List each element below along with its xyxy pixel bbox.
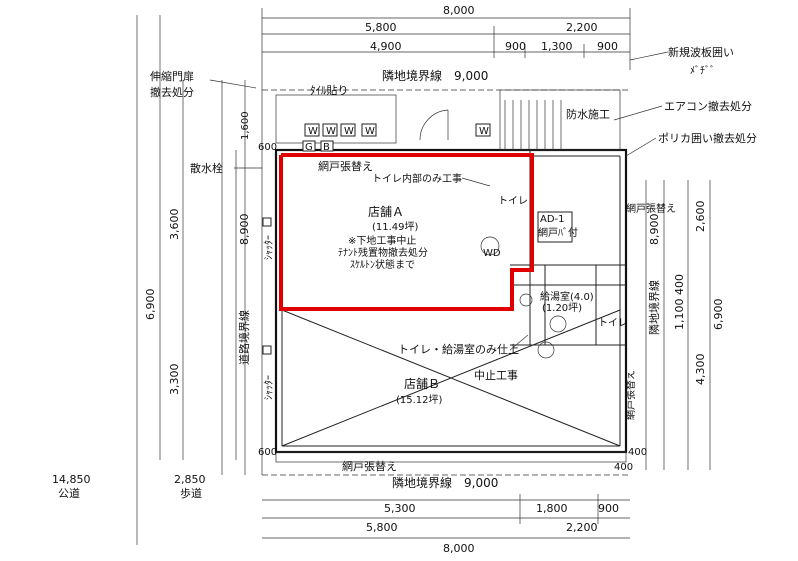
dim-top-900b: 900 xyxy=(597,40,618,53)
dim-top-5800: 5,800 xyxy=(365,21,397,34)
tile-label: ﾀｲﾙ貼り xyxy=(310,83,349,97)
dim-top-total: 8,000 xyxy=(443,4,475,17)
toilet-interior-label: トイレ内部のみ工事 xyxy=(372,172,462,185)
door-swing xyxy=(419,109,449,141)
dim-bottom-total: 8,000 xyxy=(443,542,475,555)
gate-removal-label-2: 撤去処分 xyxy=(150,85,194,99)
hydrant-label: 散水栓 xyxy=(190,161,223,175)
toilet-label: トイレ xyxy=(598,318,628,329)
dim-top-1300: 1,300 xyxy=(541,40,573,53)
fence-sub-label: ﾒﾞﾁﾞﾞ xyxy=(690,65,715,77)
shop-a-title: 店舗Ａ xyxy=(368,205,404,219)
dim-400-bottom: 400 xyxy=(628,447,647,458)
road-label: 公道 xyxy=(58,486,80,500)
dim-400-bottom-2: 400 xyxy=(614,462,633,473)
shutter-label-2: ｼｬｯﾀｰ xyxy=(263,375,275,400)
sink-icon xyxy=(519,293,533,307)
gate-removal-label-1: 伸縮門扉 xyxy=(150,69,194,83)
shop-a-note-1: ※下地工事中止 xyxy=(348,234,416,247)
shop-b-title: 店舗Ｂ xyxy=(404,377,440,391)
shutter-label-1: ｼｬｯﾀｰ xyxy=(263,235,275,260)
w-mark-5: W xyxy=(479,126,489,137)
road-width: 14,850 xyxy=(52,473,91,486)
dim-right-8900: 8,900 xyxy=(648,214,661,246)
dim-left-8900: 8,900 xyxy=(238,214,251,246)
toilet-label-2: トイレ xyxy=(498,196,528,207)
dim-top-2200: 2,200 xyxy=(566,21,598,34)
wd-symbol-3 xyxy=(537,341,555,359)
suspended-label: 中止工事 xyxy=(474,369,518,382)
b-mark: B xyxy=(323,142,330,153)
dim-left-3300: 3,300 xyxy=(168,364,181,396)
w-mark-1: W xyxy=(308,126,318,137)
shop-b-area: (15.12坪) xyxy=(396,393,443,406)
dim-right-4300: 4,300 xyxy=(694,354,707,386)
shop-a-note-2: ﾃﾅﾝﾄ残置物撤去処分 xyxy=(338,246,428,259)
window-marks: W W W W G B W xyxy=(302,123,491,153)
kitchen-label: 給湯室(4.0) xyxy=(540,290,594,303)
dim-bottom-1800: 1,800 xyxy=(536,502,568,515)
dim-600-top: 600 xyxy=(258,142,277,153)
shop-a-area: (11.49坪) xyxy=(372,220,419,233)
building-outline xyxy=(262,89,630,476)
ac-removal-label: エアコン撤去処分 xyxy=(664,99,752,113)
sidewalk-label: 歩道 xyxy=(180,486,202,500)
new-fence-label: 新規波板囲い xyxy=(668,45,734,59)
ad1-sub: 網戸ﾊﾞ付 xyxy=(538,226,578,239)
shop-b-cross xyxy=(281,309,621,447)
g-mark: G xyxy=(305,142,313,153)
wd-symbol-1 xyxy=(480,236,500,256)
screen-bottom-label: 網戸張替え xyxy=(342,459,397,473)
dim-right-2600: 2,600 xyxy=(694,201,707,233)
screen-top-label: 網戸張替え xyxy=(318,159,373,173)
shop-a-boundary xyxy=(279,153,534,311)
ad1-label: AD-1 xyxy=(540,214,565,225)
dim-top-900a: 900 xyxy=(505,40,526,53)
dim-top-4900: 4,900 xyxy=(370,40,402,53)
toilet-finish-label: トイレ・給湯室のみ仕上 xyxy=(398,342,519,356)
top-dimensions: 8,000 5,800 2,200 4,900 900 1,300 900 xyxy=(261,4,631,90)
dim-600-bottom: 600 xyxy=(258,447,277,458)
left-dimensions: 6,900 3,600 3,300 8,900 道路境界線 1,600 xyxy=(136,15,263,545)
dim-bottom-900: 900 xyxy=(598,502,619,515)
dim-bottom-5300: 5,300 xyxy=(384,502,416,515)
neighbor-boundary-bottom: 隣地境界線 9,000 xyxy=(392,475,498,490)
sidewalk-width: 2,850 xyxy=(174,473,206,486)
dim-bottom-2200: 2,200 xyxy=(566,521,598,534)
wd-label-1: WD xyxy=(483,248,501,259)
waterproof-label: 防水施工 xyxy=(566,107,610,121)
dim-left-3600: 3,600 xyxy=(168,209,181,241)
bottom-dimensions: 5,300 1,800 900 5,800 2,200 8,000 xyxy=(262,494,630,555)
right-neighbor-boundary: 隣地境界線 xyxy=(647,280,661,335)
screen-right-label-2: 網戸張替え xyxy=(624,370,637,420)
wd-symbol-2 xyxy=(549,315,567,333)
shop-a-note-3: ｽｹﾙﾄﾝ状態まで xyxy=(350,258,415,271)
poly-fence-label: ポリカ囲い撤去処分 xyxy=(658,131,757,145)
w-mark-2: W xyxy=(326,126,336,137)
w-mark-4: W xyxy=(365,126,375,137)
kitchen-area: (1.20坪) xyxy=(542,301,582,314)
neighbor-boundary-top: 隣地境界線 9,000 xyxy=(382,68,488,83)
w-mark-3: W xyxy=(344,126,354,137)
screen-right-label: 網戸張替え xyxy=(626,202,676,215)
dim-left-6900: 6,900 xyxy=(144,289,157,321)
road-boundary: 道路境界線 xyxy=(237,310,251,365)
dim-right-6900: 6,900 xyxy=(712,299,725,331)
dim-bottom-5800: 5,800 xyxy=(366,521,398,534)
right-dimensions: 2,600 8,900 1,100 400 6,900 4,300 隣地境界線 xyxy=(645,180,725,470)
dim-1600: 1,600 xyxy=(240,111,251,140)
dim-right-1100-400: 1,100 400 xyxy=(673,274,686,330)
